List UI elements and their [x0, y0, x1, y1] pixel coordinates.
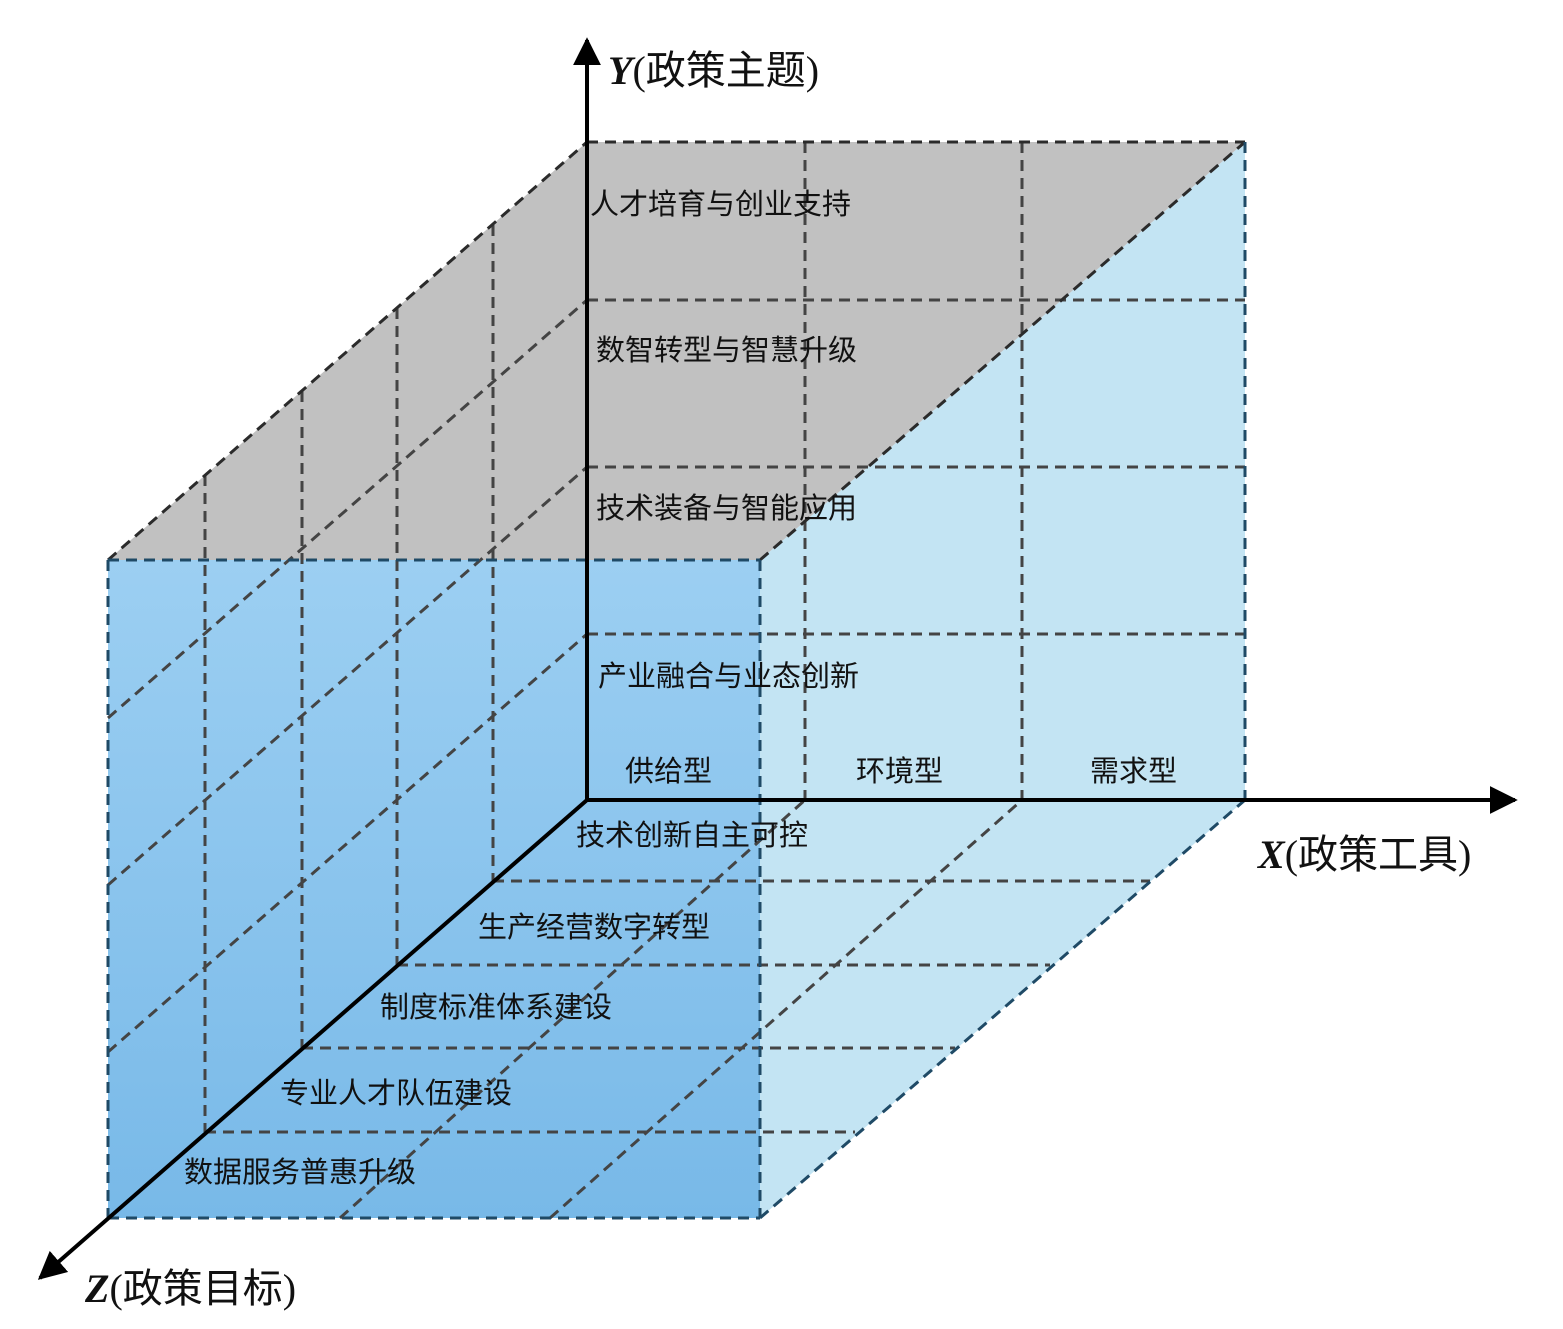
goal-label-1: 技术创新自主可控: [576, 818, 808, 852]
tool-label-1: 供给型: [625, 754, 712, 788]
tool-label-2: 环境型: [856, 754, 943, 788]
axes: [37, 37, 1518, 1280]
goal-label-3: 制度标准体系建设: [380, 990, 612, 1024]
goal-label-4: 专业人才队伍建设: [280, 1076, 512, 1110]
z-axis: [37, 798, 589, 1280]
theme-label-2: 数智转型与智慧升级: [596, 333, 857, 367]
goal-label-5: 数据服务普惠升级: [184, 1155, 416, 1189]
tool-label-3: 需求型: [1090, 754, 1177, 788]
y-axis-text: (政策主题): [632, 48, 819, 93]
x-axis-var: X: [1256, 832, 1286, 877]
x-axis-text: (政策工具): [1285, 832, 1472, 877]
goal-label-2: 生产经营数字转型: [478, 910, 710, 944]
theme-label-1: 人才培育与创业支持: [590, 187, 851, 221]
cube-edges: [106, 140, 1247, 1220]
theme-label-4: 产业融合与业态创新: [598, 659, 859, 693]
side-face: [760, 142, 1245, 1218]
z-axis-text: (政策目标): [109, 1266, 296, 1311]
grid-lines: [107, 142, 1245, 1220]
y-axis-label: Y(政策主题): [608, 48, 819, 93]
theme-label-3: 技术装备与智能应用: [596, 491, 857, 525]
top-face: [108, 142, 1245, 560]
y-axis-var: Y: [608, 48, 636, 93]
z-axis-label: Z(政策目标): [84, 1266, 296, 1311]
z-axis-var: Z: [84, 1266, 109, 1311]
front-face: [108, 560, 760, 1218]
x-axis-label: X(政策工具): [1256, 832, 1471, 877]
